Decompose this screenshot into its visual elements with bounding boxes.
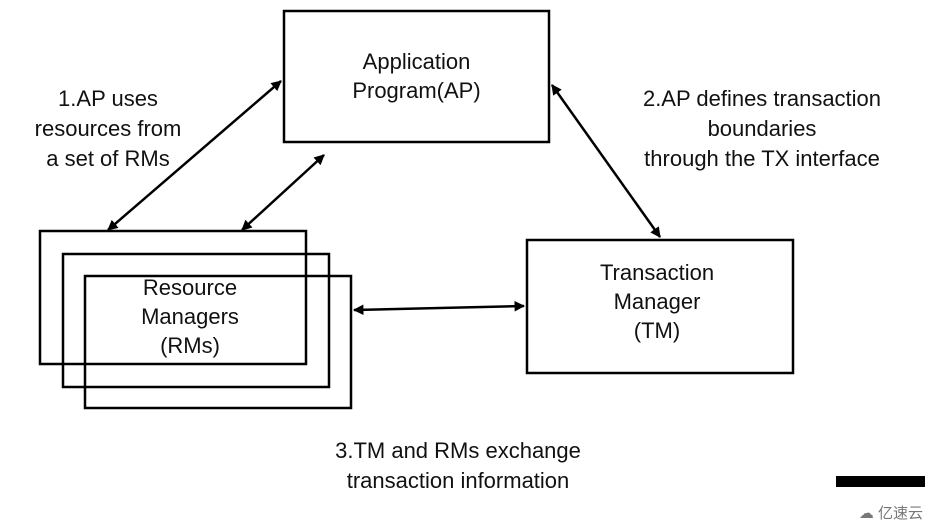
application-program-line2: Program(AP) <box>352 78 481 103</box>
resource-managers-line1: Resource <box>142 275 238 300</box>
transaction-manager-line3: (TM) <box>633 318 681 343</box>
transaction-manager-box <box>525 238 795 375</box>
annotation-1-line2: resources from <box>34 116 182 141</box>
annotation-3-line1: 3.TM and RMs exchange <box>335 438 581 463</box>
annotation-3-line2: transaction information <box>346 468 570 493</box>
resource-managers-line3: (RMs) <box>160 333 220 358</box>
annotation-1-line1: 1.AP uses <box>58 86 158 111</box>
watermark: ☁ 亿速云 <box>859 502 923 523</box>
transaction-manager-line1: Transaction <box>599 260 715 285</box>
resource-managers-line2: Managers <box>141 304 239 329</box>
annotation-2-line3: through the TX interface <box>644 146 880 171</box>
resource-manager-box-front <box>83 274 353 410</box>
application-program-label: Application Program(AP) <box>284 47 549 105</box>
transaction-manager-label: Transaction Manager (TM) <box>527 258 787 345</box>
annotation-1-line3: a set of RMs <box>46 146 170 171</box>
watermark-bar <box>836 476 925 487</box>
arrow-ap-to-rm-right <box>241 154 325 231</box>
annotation-ap-uses-rms: 1.AP uses resources from a set of RMs <box>8 84 208 174</box>
arrow-ap-to-rm-left <box>107 80 282 231</box>
annotation-tm-rm-exchange: 3.TM and RMs exchange transaction inform… <box>300 436 616 496</box>
application-program-box <box>282 9 551 144</box>
annotation-2-line1: 2.AP defines transaction <box>642 86 882 111</box>
resource-managers-label: Resource Managers (RMs) <box>57 273 323 360</box>
annotation-2-line2: boundaries <box>707 116 817 141</box>
cloud-logo-icon: ☁ <box>858 505 874 522</box>
application-program-line1: Application <box>362 49 471 74</box>
arrow-ap-to-tm <box>550 84 662 238</box>
annotation-ap-defines-tx: 2.AP defines transaction boundaries thro… <box>606 84 918 174</box>
arrow-rm-to-tm <box>352 300 526 316</box>
transaction-manager-line2: Manager <box>613 289 701 314</box>
resource-manager-box-middle <box>61 252 331 389</box>
watermark-text: 亿速云 <box>877 505 923 522</box>
